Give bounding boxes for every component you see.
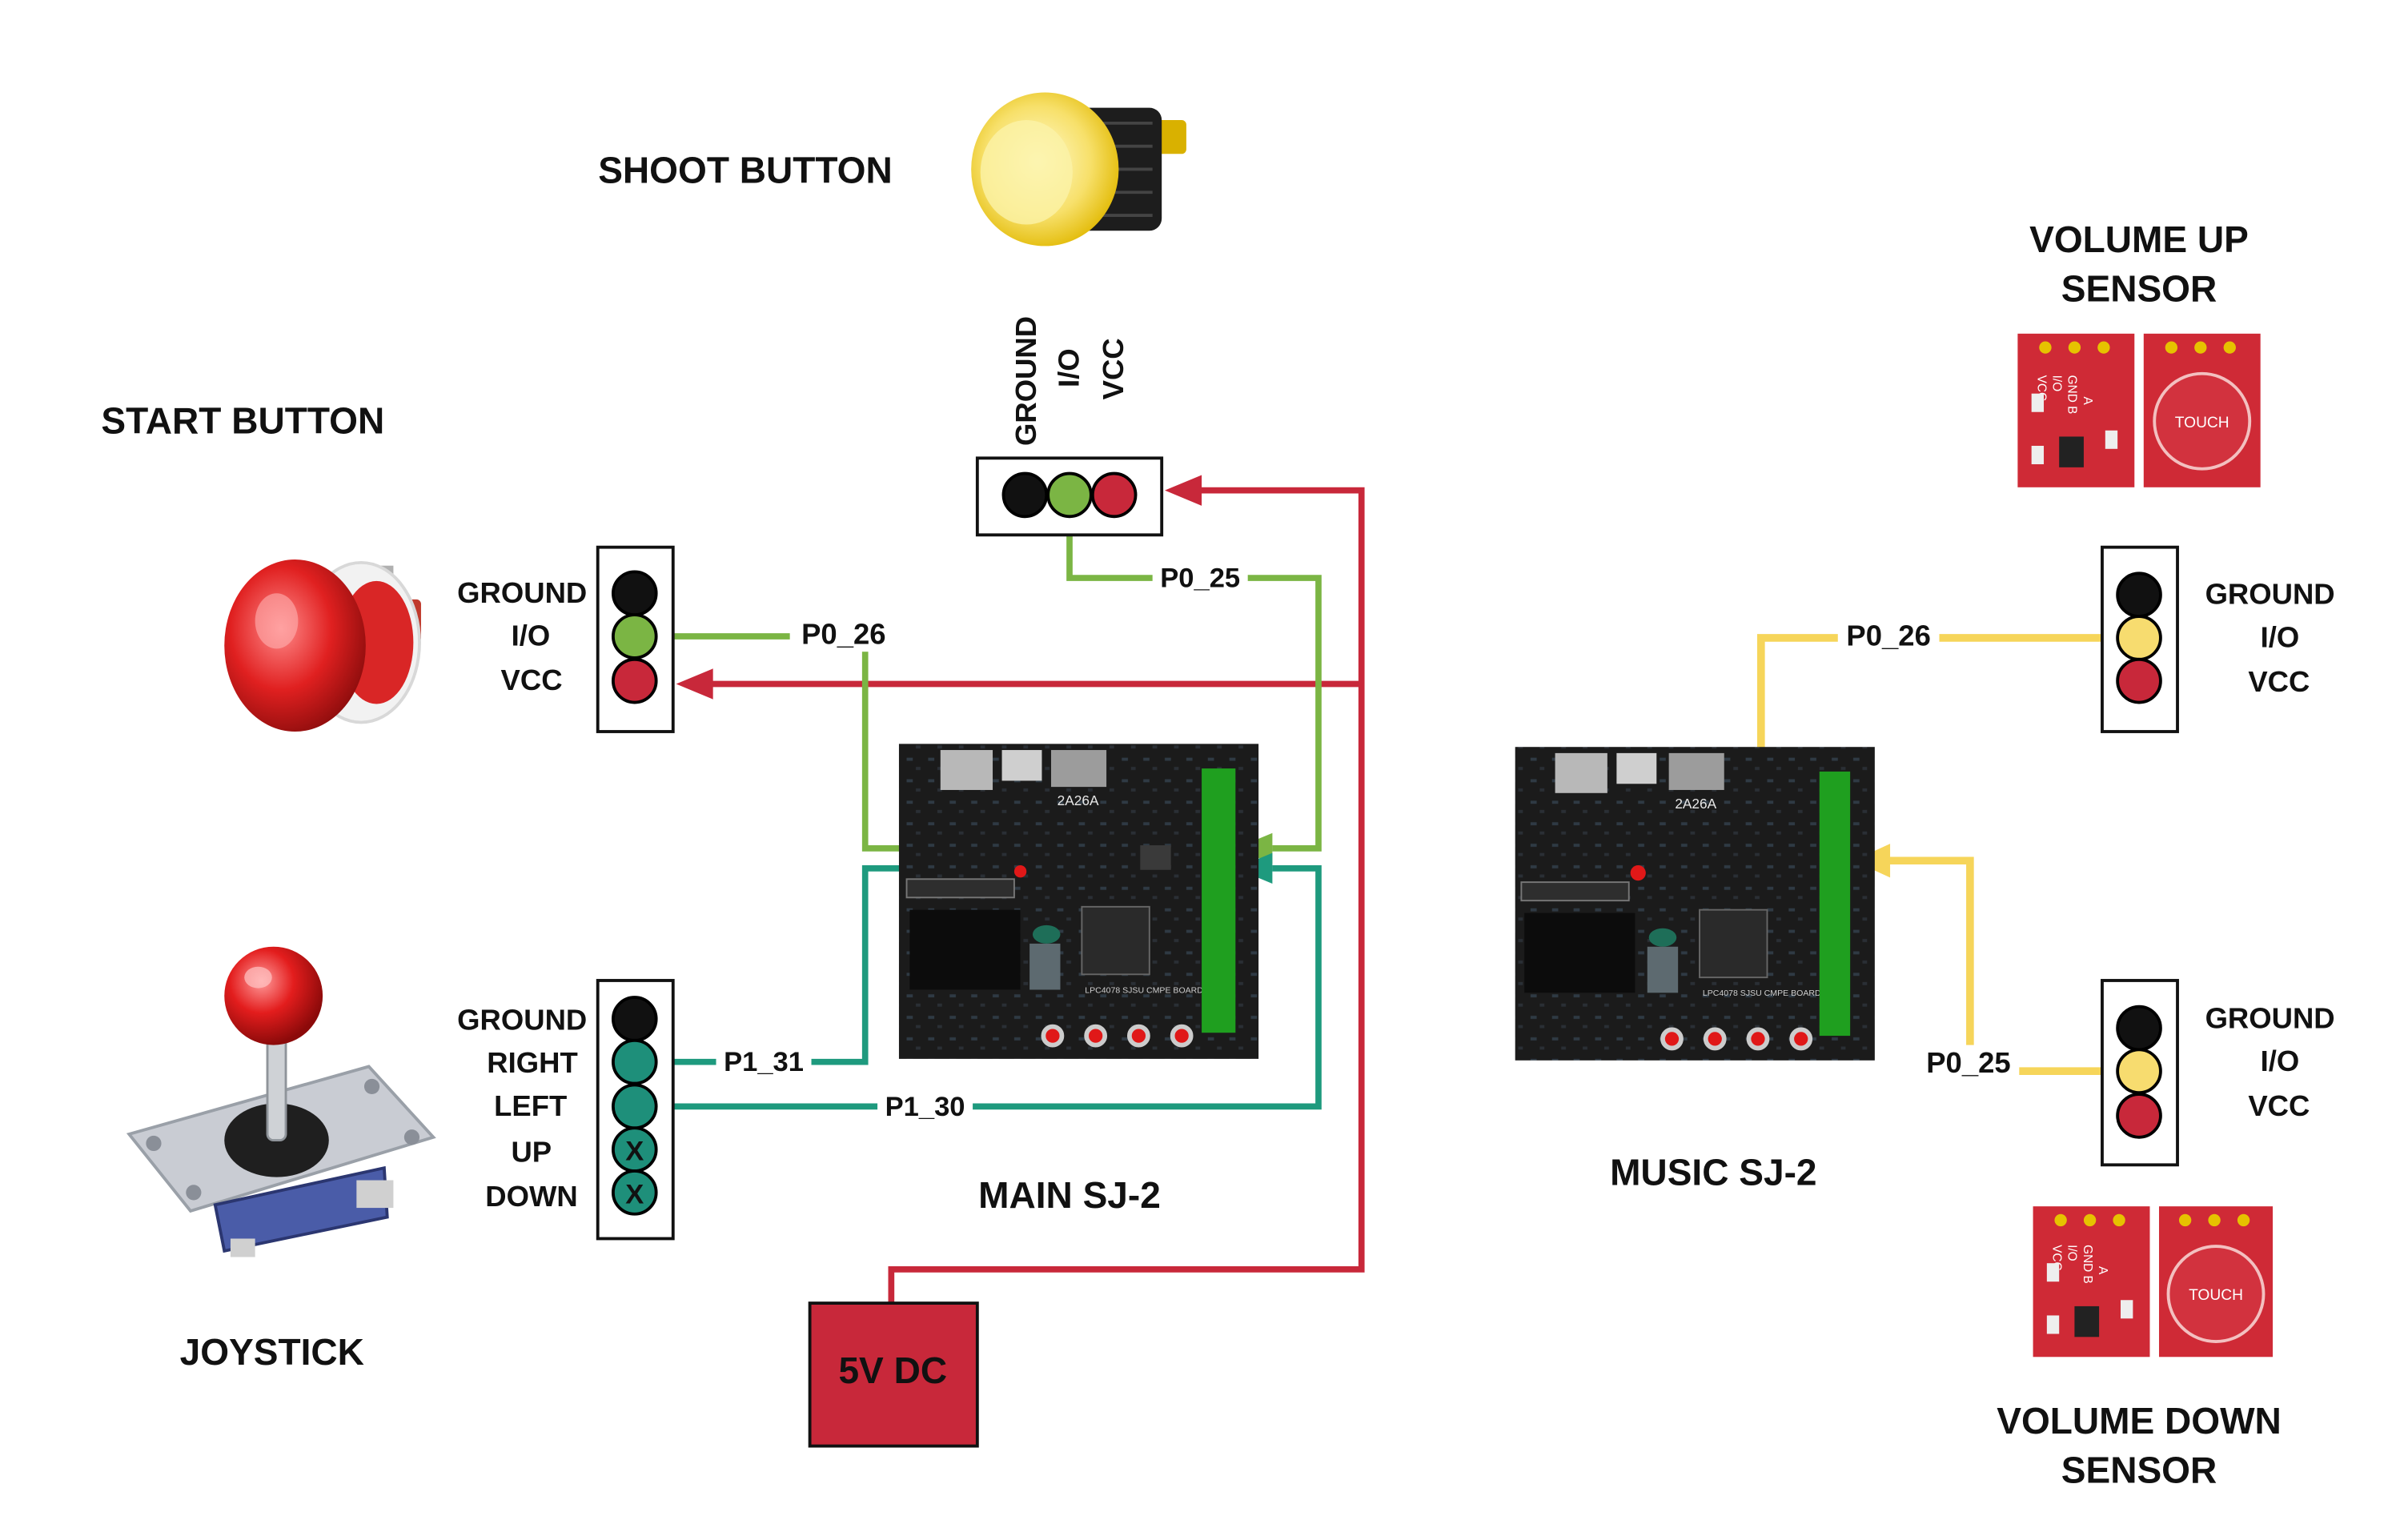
shoot-pin-ground xyxy=(1001,471,1049,519)
volume-down-pin-silk-gnd: GND xyxy=(2081,1245,2094,1272)
main-board-silkscreen: LPC4078 SJSU CMPE BOARD xyxy=(1085,985,1203,995)
vol-down-pin-ground xyxy=(2116,1005,2162,1052)
volume-down-sensor-image: GND I/O VCC A B TOUCH xyxy=(2033,1206,2274,1358)
music-board-chip-label: 2A26A xyxy=(1675,796,1716,812)
joy-pin-up-unused-mark: X xyxy=(625,1137,644,1167)
volume-down-pin-silk-a: A xyxy=(2096,1266,2109,1275)
shoot-pin-label-ground: GROUND xyxy=(1009,316,1042,446)
power-label: 5V DC xyxy=(838,1350,947,1391)
volume-down-title-line1: VOLUME DOWN xyxy=(1997,1400,2282,1442)
volume-down-touch-label: TOUCH xyxy=(2189,1287,2243,1304)
main-board-title: MAIN SJ-2 xyxy=(978,1174,1161,1216)
joy-pin-left xyxy=(611,1083,658,1130)
main-board-chip-label: 2A26A xyxy=(1058,792,1099,808)
vol-down-pin-io xyxy=(2116,1048,2162,1095)
volume-up-touch-label: TOUCH xyxy=(2175,415,2229,431)
joystick-image xyxy=(126,946,436,1257)
joy-left-wire-label: P1_30 xyxy=(885,1092,965,1122)
joy-pin-down xyxy=(611,1169,658,1216)
joy-pin-label-right: RIGHT xyxy=(487,1046,577,1079)
shoot-pin-io xyxy=(1046,471,1093,519)
joy-pin-label-ground: GROUND xyxy=(457,1003,587,1036)
volume-down-pin-silk-io: I/O xyxy=(2065,1245,2079,1261)
volume-up-pin-silk-a: A xyxy=(2081,397,2094,406)
joy-pin-right xyxy=(611,1038,658,1085)
shoot-pin-label-vcc: VCC xyxy=(1097,338,1130,399)
joy-pin-down-unused-mark: X xyxy=(625,1179,644,1209)
main-board-image: 2A26A LPC4078 SJSU CMPE BOARD xyxy=(898,744,1259,1059)
volume-up-pin-silk-b: B xyxy=(2065,406,2079,414)
volume-down-pin-silk-b: B xyxy=(2081,1276,2094,1284)
vol-up-pin-ground xyxy=(2116,571,2162,618)
power-arrow-start xyxy=(676,668,713,700)
music-board-image: 2A26A LPC4078 SJSU CMPE BOARD xyxy=(1515,747,1875,1061)
joy-pin-label-down: DOWN xyxy=(485,1180,577,1213)
shoot-io-wire-label: P0_25 xyxy=(1160,563,1240,594)
volume-down-title-line2: SENSOR xyxy=(2061,1450,2217,1491)
shoot-button-title: SHOOT BUTTON xyxy=(598,150,893,191)
vol-up-pin-label-io: I/O xyxy=(2261,620,2300,653)
power-box xyxy=(808,1301,979,1448)
shoot-pin-vcc xyxy=(1090,471,1138,519)
joy-pin-ground xyxy=(611,996,658,1042)
vol-up-pin-vcc xyxy=(2116,657,2162,704)
music-board-silkscreen: LPC4078 SJSU CMPE BOARD xyxy=(1703,989,1821,998)
vol-down-pin-vcc xyxy=(2116,1093,2162,1139)
volume-up-pin-silk-io: I/O xyxy=(2050,375,2064,392)
volume-up-sensor-image: GND I/O VCC A B TOUCH xyxy=(2017,333,2261,487)
volume-up-title-line1: VOLUME UP xyxy=(2029,219,2249,260)
music-board-title: MUSIC SJ-2 xyxy=(1610,1151,1816,1193)
power-arrow-shoot xyxy=(1165,475,1202,506)
start-pin-label-vcc: VCC xyxy=(501,664,563,696)
shoot-pin-label-io: I/O xyxy=(1053,348,1086,387)
joy-pin-label-up: UP xyxy=(511,1135,552,1168)
power-wire-main xyxy=(888,487,1365,1304)
joy-left-wire xyxy=(657,865,1322,1110)
joy-pin-label-left: LEFT xyxy=(494,1089,567,1122)
shoot-io-wire xyxy=(1066,516,1322,852)
joy-right-wire-label: P1_31 xyxy=(724,1047,804,1077)
volume-up-pin-silk-gnd: GND xyxy=(2065,375,2079,403)
start-button-title: START BUTTON xyxy=(101,400,384,442)
vol-up-pin-io xyxy=(2116,615,2162,661)
vol-up-pin-label-vcc: VCC xyxy=(2248,665,2310,698)
joystick-title: JOYSTICK xyxy=(180,1331,364,1373)
start-button-image xyxy=(224,559,421,732)
start-pin-label-io: I/O xyxy=(512,620,551,652)
vol-down-wire-label: P0_25 xyxy=(1926,1046,2010,1079)
start-pin-label-ground: GROUND xyxy=(457,576,587,609)
shoot-button-image xyxy=(971,92,1186,247)
vol-down-pin-label-io: I/O xyxy=(2261,1045,2300,1077)
start-pin-ground xyxy=(611,570,658,617)
start-pin-io xyxy=(611,613,658,660)
vol-up-wire-label: P0_26 xyxy=(1846,620,1930,652)
vol-down-pin-label-vcc: VCC xyxy=(2248,1089,2310,1122)
volume-up-title-line2: SENSOR xyxy=(2061,268,2217,310)
start-pin-vcc xyxy=(611,657,658,704)
vol-down-pin-label-ground: GROUND xyxy=(2205,1001,2335,1034)
vol-down-wire xyxy=(1887,856,2121,1076)
vol-up-pin-label-ground: GROUND xyxy=(2205,578,2335,611)
start-io-wire-label: P0_26 xyxy=(801,618,885,651)
